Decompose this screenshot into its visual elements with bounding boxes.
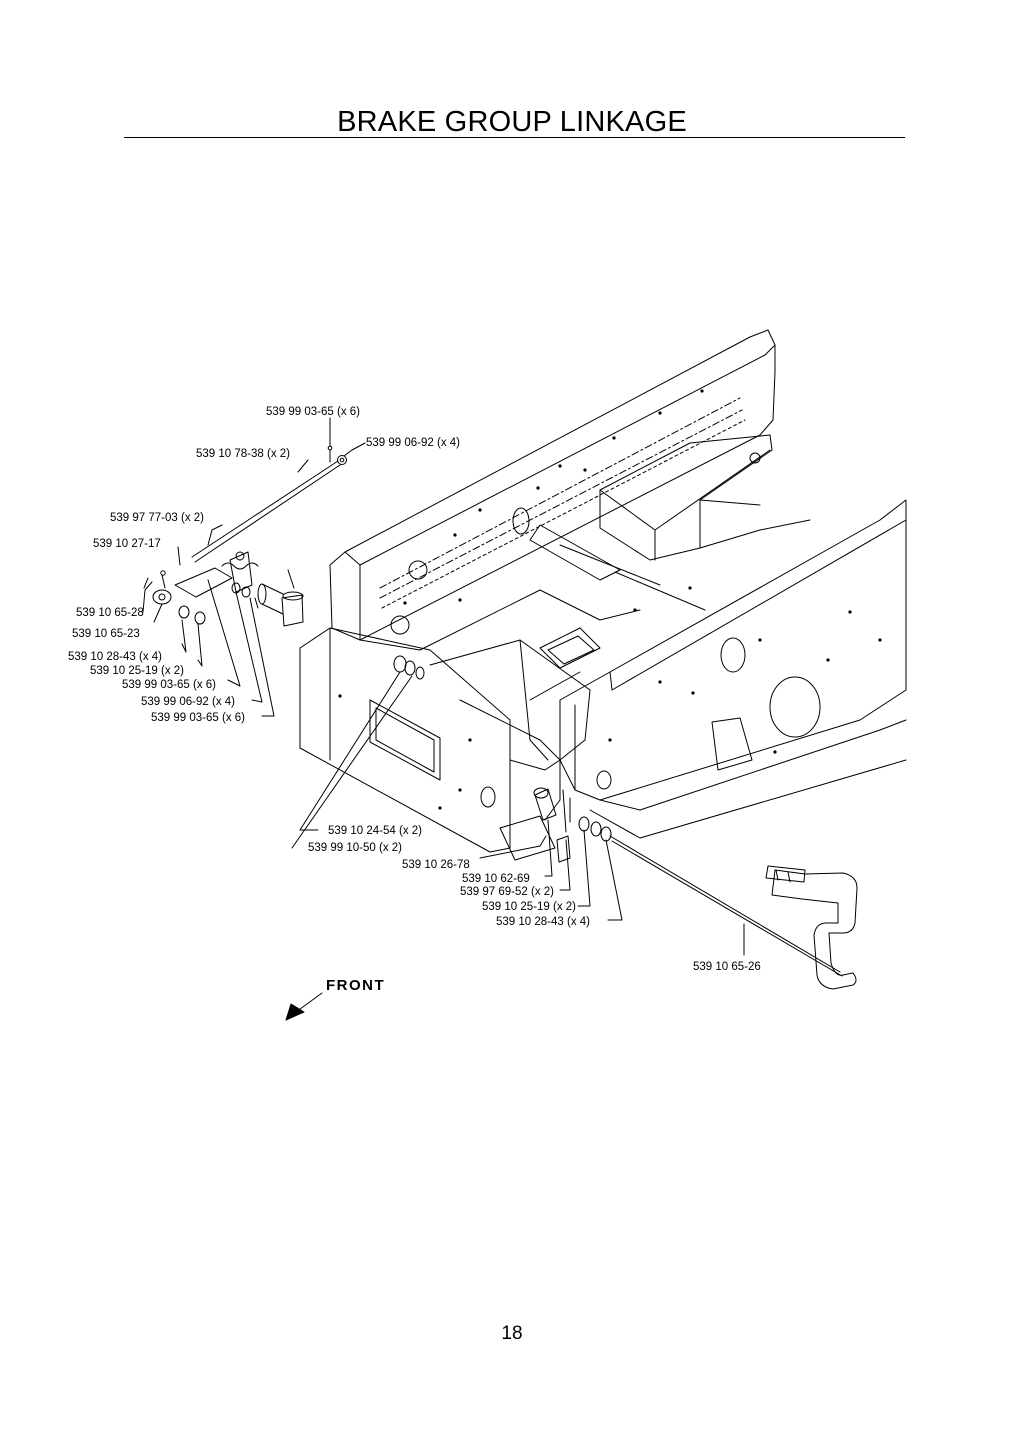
- title-underline: [124, 137, 905, 138]
- frame-right-rail: [559, 499, 907, 839]
- callout-bushing-right: 539 10 28-43 (x 4): [496, 916, 590, 928]
- callout-rod-main: 539 10 78-38 (x 2): [196, 448, 290, 460]
- callout-bushing-left: 539 10 28-43 (x 4): [68, 651, 162, 663]
- callout-washer-upper: 539 99 06-92 (x 4): [366, 437, 460, 449]
- callout-spacer-left: 539 10 25-19 (x 2): [90, 665, 184, 677]
- page-title: BRAKE GROUP LINKAGE: [337, 106, 687, 138]
- callout-pedal: 539 10 65-26: [693, 961, 761, 973]
- brake-linkage-left: [143, 445, 425, 680]
- callout-labels: 539 99 03-65 (x 6) 539 99 06-92 (x 4) 53…: [68, 406, 761, 994]
- page-number: 18: [501, 1323, 523, 1344]
- frame-rear-crossmember: [599, 434, 811, 561]
- callout-arm: 539 10 62-69: [462, 873, 530, 885]
- frame-front-panel: [299, 627, 561, 861]
- frame-left-rail: [329, 329, 776, 641]
- callout-cotter-b: 539 99 03-65 (x 6): [151, 712, 245, 724]
- callout-cotter-a: 539 99 03-65 (x 6): [122, 679, 216, 691]
- callout-nut-right: 539 97 69-52 (x 2): [460, 886, 554, 898]
- callout-bolt: 539 99 10-50 (x 2): [308, 842, 402, 854]
- frame-floor-pan: [359, 524, 706, 761]
- callout-clevis: 539 97 77-03 (x 2): [110, 512, 204, 524]
- brake-linkage-right: [533, 787, 858, 990]
- callout-link-lower: 539 10 65-23: [72, 628, 140, 640]
- callout-washer-left: 539 99 06-92 (x 4): [141, 696, 235, 708]
- front-arrow: [285, 992, 323, 1021]
- callout-spacer-right: 539 10 25-19 (x 2): [482, 901, 576, 913]
- callout-bracket: 539 10 26-78: [402, 859, 470, 871]
- callout-shaft: 539 10 24-54 (x 2): [328, 825, 422, 837]
- front-label: FRONT: [326, 977, 385, 994]
- callout-rod-pin-upper: 539 99 03-65 (x 6): [266, 406, 360, 418]
- frame-hole-dots: [338, 389, 882, 810]
- callout-pin: 539 10 27-17: [93, 538, 161, 550]
- callout-leaders: [142, 417, 745, 956]
- callout-link-upper: 539 10 65-28: [76, 607, 144, 619]
